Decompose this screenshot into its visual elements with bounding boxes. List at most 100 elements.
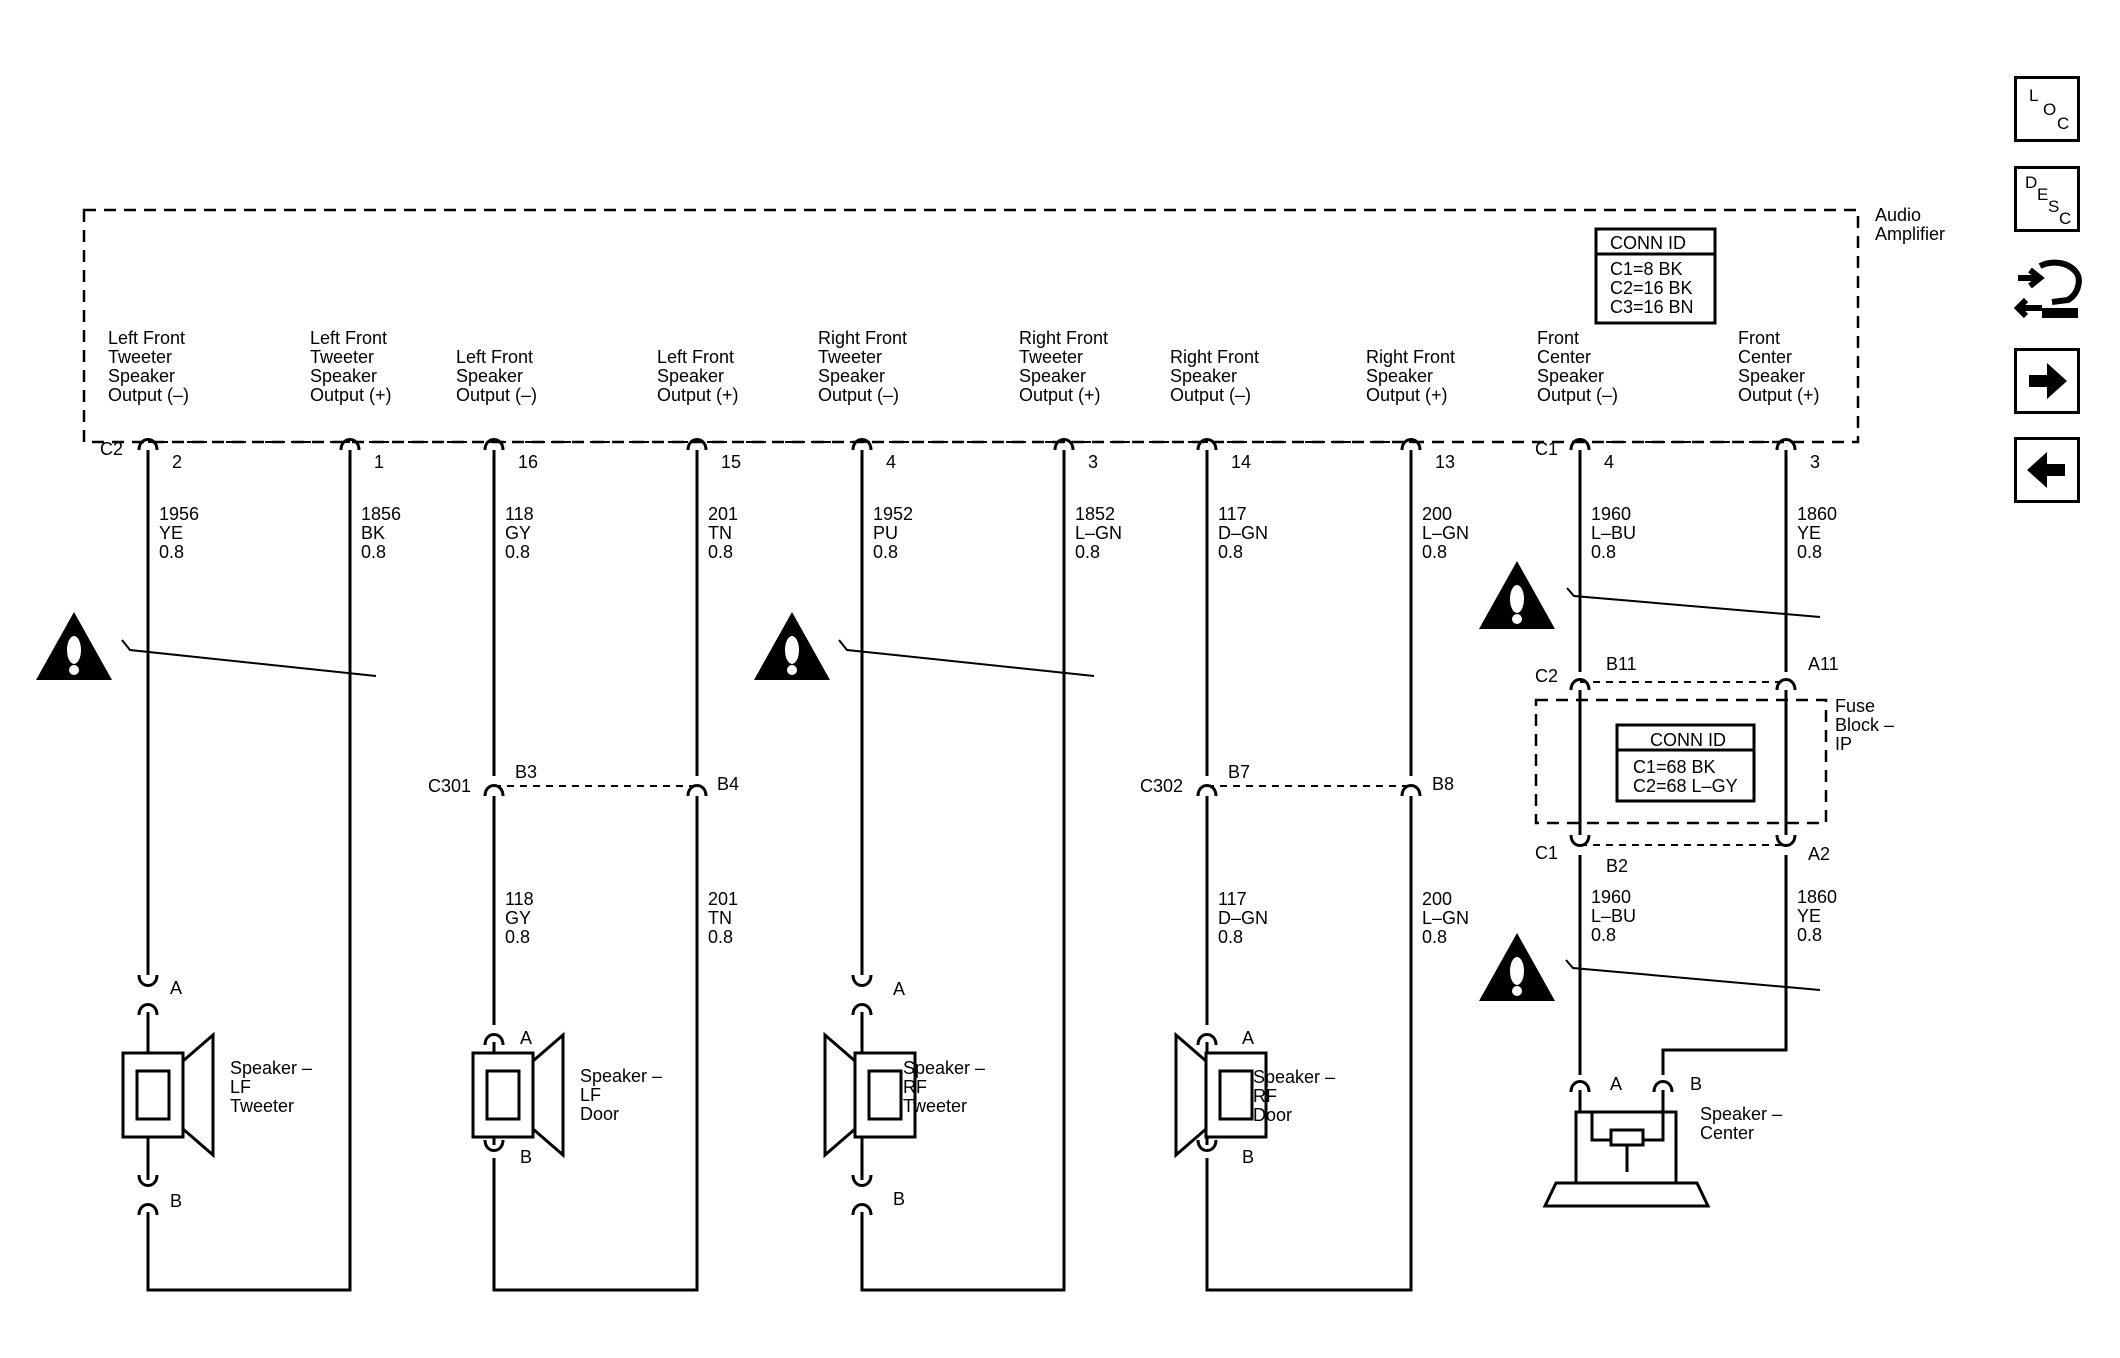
svg-text:B: B: [1242, 1147, 1254, 1167]
svg-text:C1=68 BK: C1=68 BK: [1633, 757, 1716, 777]
pin-terminal: [483, 1139, 505, 1152]
pin-terminal: [1775, 678, 1797, 691]
output-label: Output (–): [456, 385, 537, 405]
output-label: Output (–): [1170, 385, 1251, 405]
pin-terminal: [1196, 438, 1218, 451]
svg-text:B: B: [893, 1189, 905, 1209]
output-label: Left Front: [657, 347, 734, 367]
c301-pin-b4: B4: [717, 774, 739, 794]
output-label: Speaker: [818, 366, 885, 386]
wire-color: TN: [708, 523, 732, 543]
connector-tool-icon[interactable]: [2012, 256, 2084, 328]
wire-color-lower: L–GN: [1422, 908, 1469, 928]
pin-terminal: [1569, 1080, 1591, 1093]
output-label: Left Front: [108, 328, 185, 348]
svg-text:Speaker –: Speaker –: [903, 1058, 985, 1078]
wire-color: GY: [505, 523, 531, 543]
amp-pin: 3: [1810, 452, 1820, 472]
wire-center-pos-lower: [1661, 855, 1788, 1075]
wire-circuit: 200: [1422, 504, 1452, 524]
svg-text:B: B: [170, 1191, 182, 1211]
svg-text:A: A: [170, 978, 182, 998]
wire-gauge: 0.8: [1218, 542, 1243, 562]
output-label: Speaker: [456, 366, 523, 386]
wire-color: L–BU: [1591, 523, 1636, 543]
output-label: Right Front: [1019, 328, 1108, 348]
wire-gauge-lower: 0.8: [1218, 927, 1243, 947]
wire-color-lower: TN: [708, 908, 732, 928]
output-label: Speaker: [310, 366, 377, 386]
svg-text:A: A: [893, 979, 905, 999]
pin-terminal: [1569, 834, 1591, 847]
svg-text:A: A: [520, 1028, 532, 1048]
wire-circuit: 1952: [873, 504, 913, 524]
pin-terminal: [1196, 1139, 1218, 1152]
pin-terminal: [1196, 1033, 1218, 1046]
pin-terminal: [1196, 784, 1218, 797]
pin-terminal: [1569, 678, 1591, 691]
wire-circuit: 1860: [1797, 504, 1837, 524]
output-label: Output (+): [310, 385, 392, 405]
wire-color: PU: [873, 523, 898, 543]
connector-c2-label: C2: [100, 439, 123, 459]
audio-amplifier-outline: [82, 208, 1860, 444]
svg-text:Tweeter: Tweeter: [903, 1096, 967, 1116]
c302-pin-b7: B7: [1228, 762, 1250, 782]
output-label: Output (+): [657, 385, 739, 405]
next-page-icon[interactable]: [2014, 348, 2080, 414]
wire-circuit: 1852: [1075, 504, 1115, 524]
svg-text:LF: LF: [230, 1077, 251, 1097]
wire-gauge: 0.8: [1591, 542, 1616, 562]
output-label: Center: [1537, 347, 1591, 367]
amplifier-name: Audio: [1875, 205, 1921, 225]
wire-color: L–GN: [1075, 523, 1122, 543]
output-label: Left Front: [456, 347, 533, 367]
svg-text:Door: Door: [1253, 1105, 1292, 1125]
svg-text:B: B: [1690, 1074, 1702, 1094]
output-label: Tweeter: [310, 347, 374, 367]
wire-gauge-lower: 0.8: [1797, 925, 1822, 945]
wire-color: YE: [159, 523, 183, 543]
pin-terminal: [686, 784, 708, 797]
amp-pin: 4: [1604, 452, 1614, 472]
wire-gauge: 0.8: [505, 542, 530, 562]
twisted-pair-warning-rf-tweeter: [754, 612, 1095, 680]
wire-color-lower: GY: [505, 908, 531, 928]
pin-terminal: [686, 438, 708, 451]
pin-terminal: [851, 438, 873, 451]
wire-gauge: 0.8: [159, 542, 184, 562]
twisted-pair-warning-center-lower: [1479, 933, 1821, 1001]
pin-terminal: [137, 1174, 159, 1187]
pin-terminal: [851, 974, 873, 987]
output-label: Output (+): [1738, 385, 1820, 405]
wire-gauge: 0.8: [1797, 542, 1822, 562]
wire-color: YE: [1797, 523, 1821, 543]
svg-text:Speaker –: Speaker –: [1700, 1104, 1782, 1124]
pin-terminal: [483, 784, 505, 797]
description-icon[interactable]: D E S C: [2014, 166, 2080, 232]
wire-rf-door-loop: [1205, 796, 1413, 1292]
amp-pin: 15: [721, 452, 741, 472]
fuse-block-name-3: IP: [1835, 734, 1852, 754]
wire-color-lower: D–GN: [1218, 908, 1268, 928]
output-label: Front: [1738, 328, 1780, 348]
previous-page-icon[interactable]: [2014, 437, 2080, 503]
wire-color-lower: YE: [1797, 906, 1821, 926]
speaker-rf-door: Speaker – RF Door A B: [1174, 1028, 1335, 1167]
wire-circuit-lower: 200: [1422, 889, 1452, 909]
pin-terminal: [851, 1003, 873, 1016]
svg-text:C1=8 BK: C1=8 BK: [1610, 259, 1683, 279]
wire-circuit-lower: 118: [505, 889, 534, 909]
output-label: Output (–): [1537, 385, 1618, 405]
fuse-block-c2-b11: B11: [1606, 654, 1637, 674]
svg-text:Tweeter: Tweeter: [230, 1096, 294, 1116]
pin-terminal: [483, 1033, 505, 1046]
wire-lf-tweeter-loop: [146, 450, 352, 1292]
wire-circuit: 117: [1218, 504, 1247, 524]
output-label: Tweeter: [1019, 347, 1083, 367]
component-locator-icon[interactable]: L O C: [2014, 76, 2080, 142]
wire-gauge: 0.8: [873, 542, 898, 562]
c301-label: C301: [428, 776, 471, 796]
